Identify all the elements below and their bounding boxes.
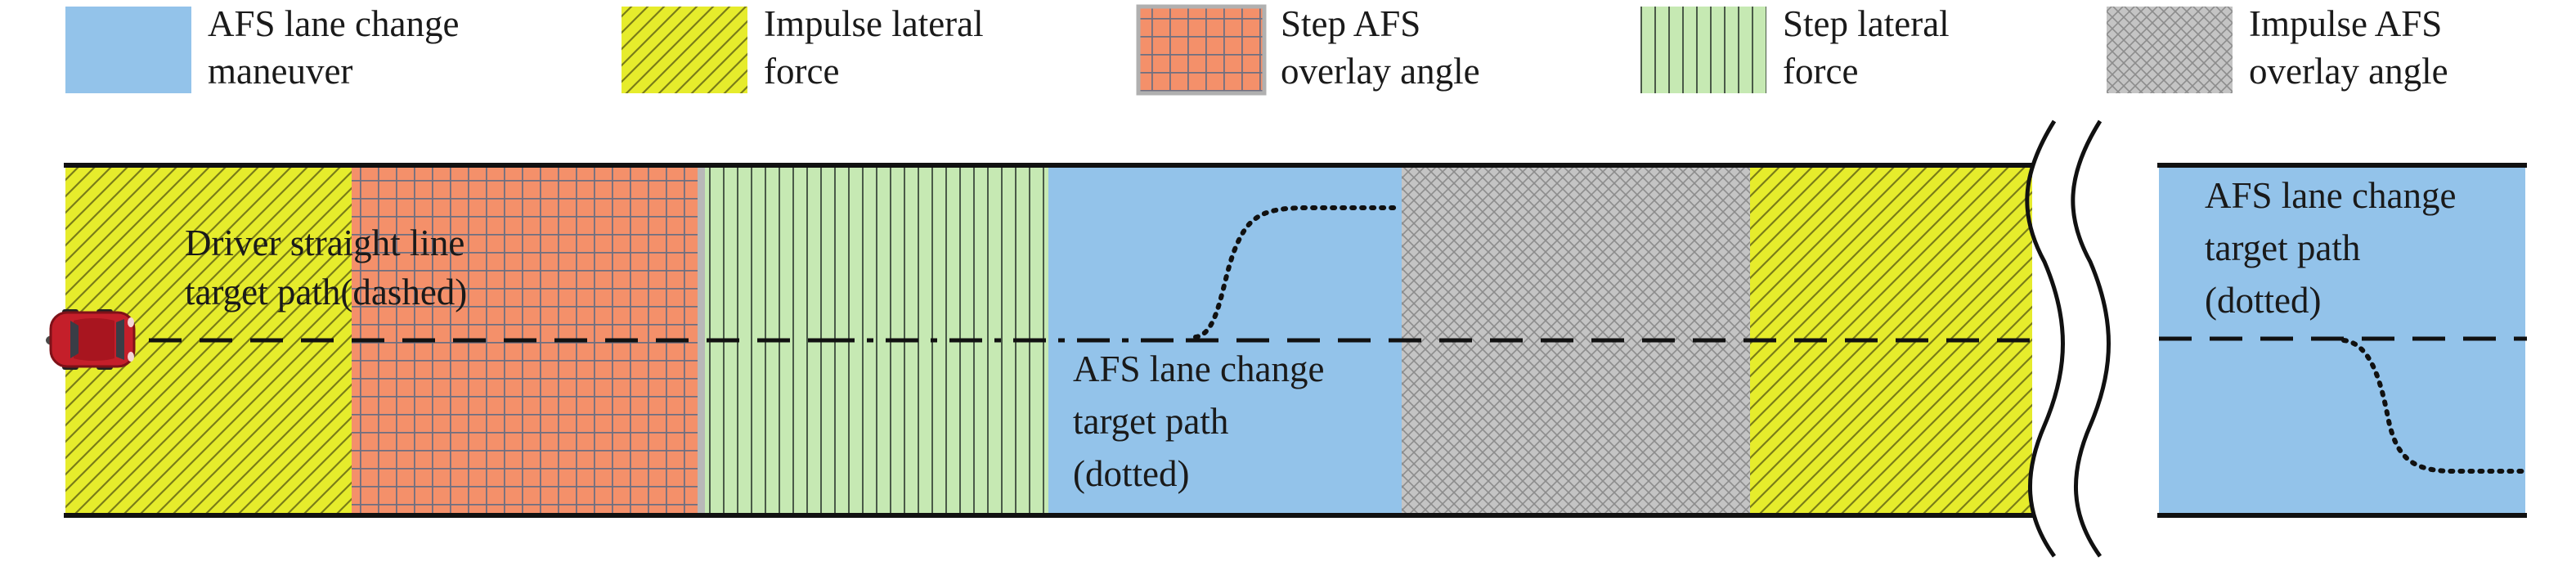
legend-swatch-afs-blue [65,7,191,93]
afs-path-label-mid: AFS lane change [1073,348,1324,389]
legend: AFS lane change maneuver Impulse lateral… [65,3,2448,96]
legend-swatch-impulse-yellow [622,7,747,93]
red-car-icon [46,309,136,370]
legend-label: Step lateral [1783,3,1950,44]
road-left: Driver straight line target path(dashed)… [64,163,2036,518]
afs-path-label-right: (dotted) [2205,280,2321,321]
legend-item-impulse-lateral: Impulse lateral force [622,3,984,93]
legend-label: Impulse lateral [764,3,984,44]
legend-label: maneuver [208,51,352,92]
legend-swatch-impulse-gray [2107,7,2233,93]
legend-swatch-step-orange [1136,4,1267,96]
driver-path-label: target path(dashed) [185,272,467,312]
legend-label: force [764,51,839,92]
legend-item-afs-lane-change: AFS lane change maneuver [65,3,459,93]
driver-path-label: Driver straight line [185,223,464,263]
legend-item-step-afs: Step AFS overlay angle [1136,3,1480,96]
afs-lane-change-path-dotted [1193,205,1402,339]
legend-label: overlay angle [2249,51,2448,92]
afs-path-label-mid: target path [1073,401,1228,442]
segment-divider-gray [698,165,705,515]
legend-swatch-step-green [1640,7,1766,93]
legend-item-step-lateral: Step lateral force [1640,3,1950,93]
legend-label: Step AFS [1281,3,1420,44]
afs-path-label-right: AFS lane change [2205,175,2456,216]
afs-path-label-mid: (dotted) [1073,453,1189,494]
legend-label: Impulse AFS [2249,3,2442,44]
wavy-break-lines [2025,119,2111,558]
road-right: AFS lane change target path (dotted) [2157,163,2527,518]
segment-impulse-lateral-2 [1750,165,2032,515]
afs-path-label-right: target path [2205,227,2360,268]
legend-item-impulse-afs: Impulse AFS overlay angle [2107,3,2448,93]
legend-label: AFS lane change [208,3,459,44]
legend-label: force [1783,51,1858,92]
legend-label: overlay angle [1281,51,1480,92]
